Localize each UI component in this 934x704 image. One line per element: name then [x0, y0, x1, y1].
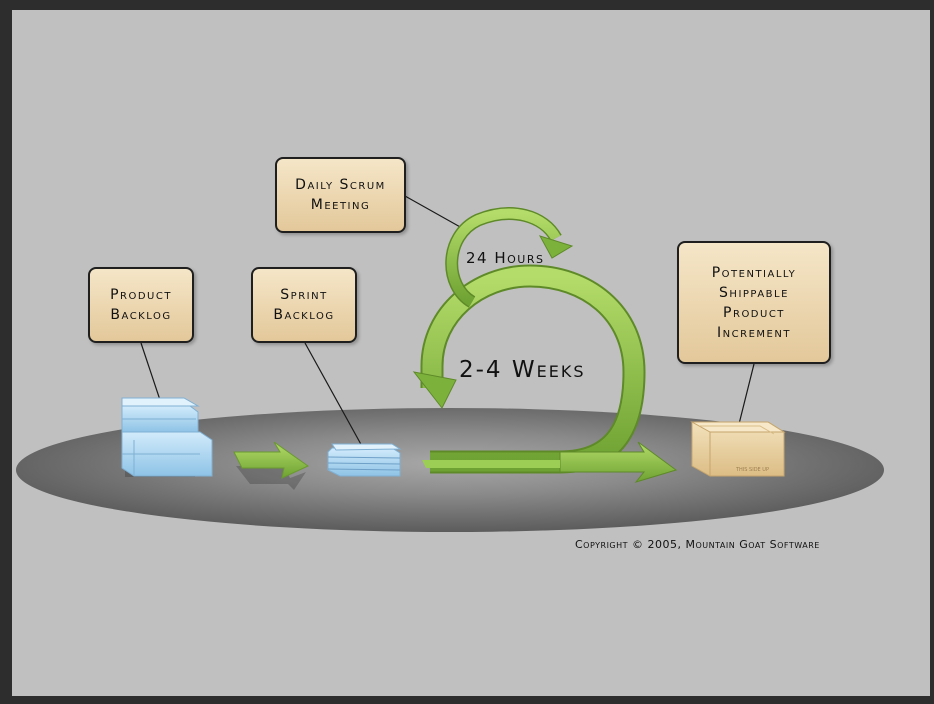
sprint-backlog-stack — [327, 443, 402, 477]
product-backlog-stack — [121, 397, 213, 477]
connector-lines — [140, 195, 755, 449]
daily-loop-arrow — [445, 207, 574, 308]
shipping-box: THIS SIDE UP — [690, 421, 786, 477]
connector-sprint-backlog — [304, 342, 364, 449]
connector-daily-scrum — [404, 195, 463, 229]
sprint-backlog-label: Sprint Backlog — [251, 267, 357, 343]
copyright-notice: Copyright © 2005, Mountain Goat Software — [575, 538, 820, 551]
small-flow-arrow — [233, 441, 309, 490]
product-backlog-label: Product Backlog — [88, 267, 194, 343]
daily-scrum-label: Daily Scrum Meeting — [275, 157, 406, 233]
connector-product-backlog — [140, 342, 161, 401]
sprint-cycle-label: 2-4 Weeks — [459, 357, 586, 383]
box-print: THIS SIDE UP — [735, 467, 769, 473]
sprint-loop-arrow — [412, 264, 678, 483]
shippable-increment-label: Potentially Shippable Product Increment — [677, 241, 831, 364]
connector-shippable — [738, 363, 755, 425]
daily-cycle-label: 24 Hours — [466, 249, 545, 267]
